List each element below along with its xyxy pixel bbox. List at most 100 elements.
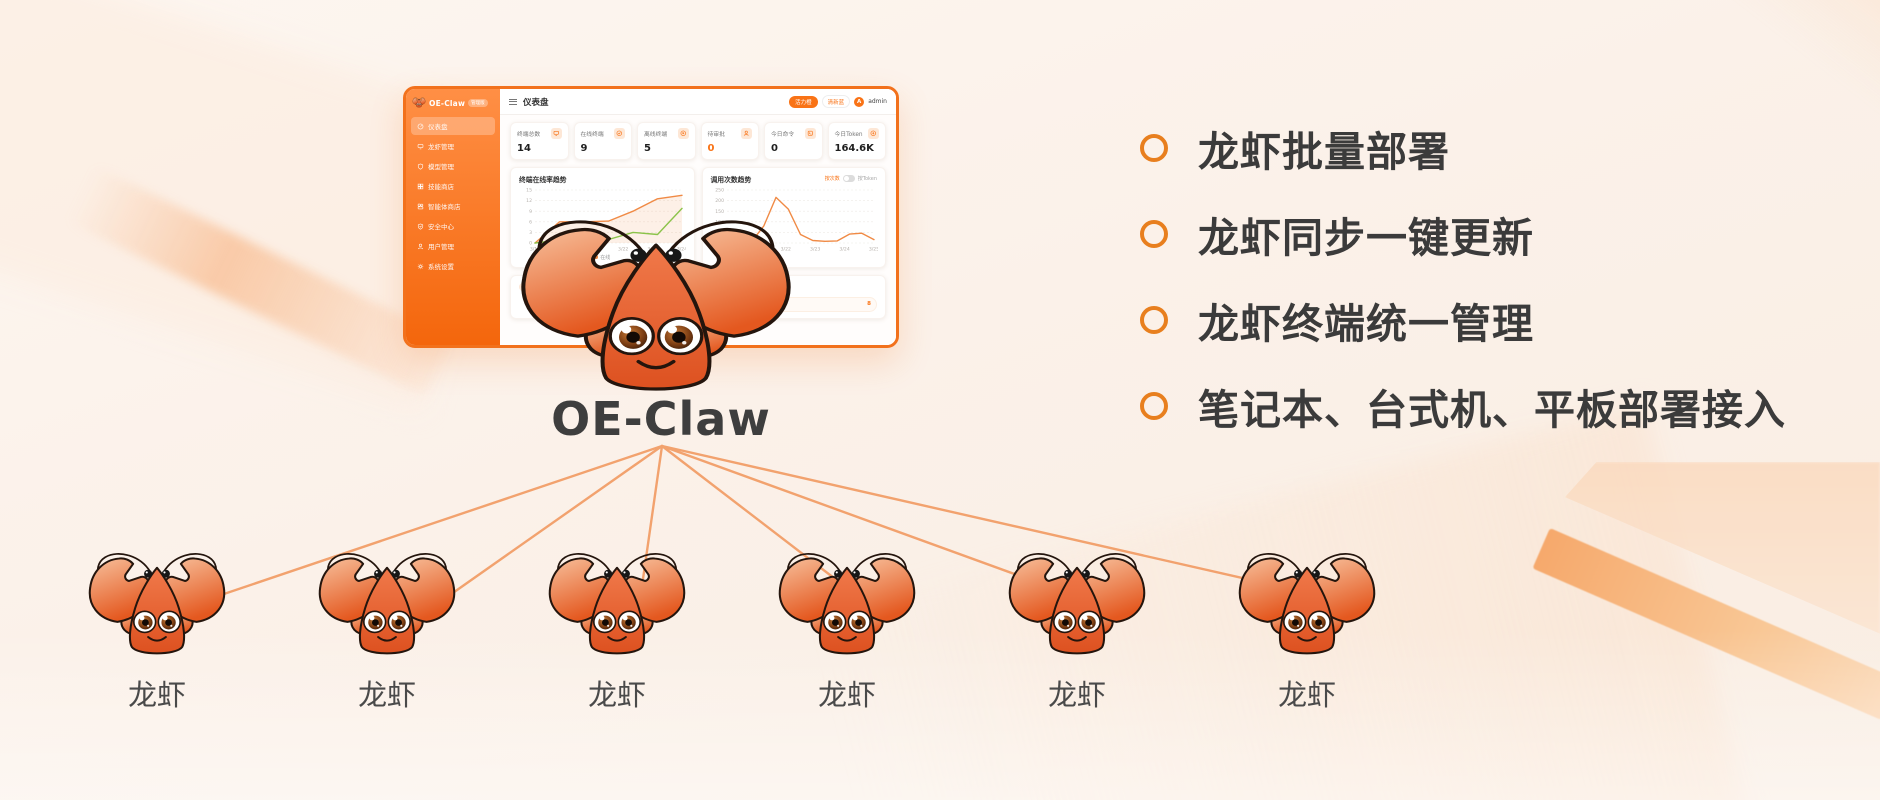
- stat-card-today-token: 今日Token 164.6K: [827, 122, 886, 160]
- lobster-illustration: [82, 548, 232, 670]
- toggle-label-count[interactable]: 按次数: [824, 176, 840, 182]
- stat-card-online-terminals: 在线终端 9: [573, 122, 632, 160]
- lobster-node: 龙虾: [542, 548, 692, 714]
- grid-icon: [417, 183, 424, 189]
- sidebar-item-agent-store[interactable]: 智能体商店: [411, 197, 495, 215]
- feature-item: 龙虾同步一键更新: [1140, 204, 1534, 264]
- chart-title: 终端在线率趋势: [519, 175, 567, 184]
- stat-value: 0: [707, 142, 715, 154]
- check-circle-icon: [614, 128, 625, 139]
- sidebar-item-label: 智能体商店: [428, 203, 461, 211]
- x-circle-icon: [677, 128, 689, 139]
- lobster-illustration: [542, 548, 692, 670]
- lobster-illustration: [312, 548, 462, 670]
- theme-secondary-button[interactable]: 清新蓝: [821, 95, 851, 108]
- user-icon: [741, 128, 752, 139]
- sidebar-item-label: 模型管理: [428, 163, 454, 171]
- gauge-icon: [417, 123, 424, 129]
- sidebar-item-label: 用户管理: [428, 243, 454, 251]
- bullet-circle-icon: [1140, 392, 1168, 420]
- sidebar-item-label: 龙虾管理: [428, 143, 454, 151]
- lobster-illustration: [1002, 548, 1152, 670]
- avatar[interactable]: A: [854, 96, 865, 107]
- sidebar-item-dashboard[interactable]: 仪表盘: [411, 117, 495, 135]
- username: admin: [868, 98, 887, 105]
- monitor-icon: [550, 128, 562, 139]
- bullet-circle-icon: [1140, 220, 1168, 248]
- svg-text:3/22: 3/22: [618, 246, 628, 252]
- legend-label: 在线: [600, 254, 611, 261]
- node-label: 龙虾: [817, 678, 876, 712]
- node-label: 龙虾: [1277, 678, 1336, 712]
- boxes-icon: [417, 203, 424, 209]
- stat-label: 待审批: [707, 132, 725, 138]
- svg-text:250: 250: [715, 187, 724, 193]
- sidebar-item-label: 技能商店: [428, 183, 454, 191]
- feature-item: 龙虾批量部署: [1140, 118, 1450, 178]
- node-label: 龙虾: [1047, 678, 1106, 712]
- sidebar-item-lobster-management[interactable]: 龙虾管理: [411, 137, 495, 155]
- svg-text:9: 9: [529, 208, 532, 214]
- app-logo-text: OE-Claw: [429, 98, 466, 108]
- feature-text: 笔记本、台式机、平板部署接入: [1198, 386, 1786, 434]
- stat-label: 今日命令: [771, 132, 795, 138]
- stat-value: 14: [517, 142, 531, 154]
- wordmark: OE-Claw: [551, 392, 771, 446]
- hamburger-icon[interactable]: [509, 98, 517, 105]
- sidebar-item-user-management[interactable]: 用户管理: [411, 237, 495, 255]
- stat-card-today-commands: 今日命令 0: [764, 122, 823, 160]
- toggle-switch[interactable]: [842, 175, 855, 182]
- sidebar: OE-Claw 管理版 仪表盘 龙虾管理 模型管理 技能商店 智能体商店: [406, 89, 500, 345]
- svg-text:3/24: 3/24: [839, 246, 849, 252]
- sidebar-item-label: 仪表盘: [428, 123, 448, 131]
- skill-count: 8: [867, 301, 871, 307]
- chart-toggle-group: 按次数 按Token: [825, 175, 877, 182]
- sidebar-item-system-settings[interactable]: 系统设置: [411, 257, 495, 275]
- lobster-illustration: [1232, 548, 1382, 670]
- node-label: 龙虾: [587, 678, 646, 712]
- lobster-illustration: [508, 212, 804, 417]
- stat-value: 164.6K: [834, 142, 874, 154]
- lobster-illustration: [772, 548, 922, 670]
- svg-text:12: 12: [526, 198, 532, 204]
- feature-text: 龙虾同步一键更新: [1198, 214, 1534, 262]
- stat-card-offline-terminals: 离线终端 5: [637, 122, 696, 160]
- stat-cards: 终端总数 14 在线终端 9 离线终端 5: [510, 122, 886, 160]
- sidebar-item-model-management[interactable]: 模型管理: [411, 157, 495, 175]
- stat-label: 离线终端: [644, 132, 668, 138]
- monitor-icon: [417, 143, 424, 149]
- stat-label: 在线终端: [580, 132, 604, 138]
- gear-icon: [417, 263, 424, 269]
- shield-check-icon: [417, 223, 424, 230]
- svg-text:0: 0: [529, 240, 532, 246]
- stat-label: 终端总数: [517, 132, 541, 138]
- bullet-circle-icon: [1140, 134, 1168, 162]
- feature-text: 龙虾批量部署: [1198, 128, 1450, 176]
- svg-text:15: 15: [526, 187, 532, 193]
- svg-text:6: 6: [529, 219, 532, 225]
- svg-text:3/24: 3/24: [677, 246, 686, 252]
- lobster-node: 龙虾: [1232, 548, 1382, 714]
- toggle-label-token[interactable]: 按Token: [857, 176, 877, 182]
- shield-icon: [417, 163, 424, 170]
- page-title: 仪表盘: [523, 97, 549, 108]
- lobster-node: 龙虾: [82, 548, 232, 714]
- token-icon: [868, 128, 879, 139]
- sidebar-item-label: 系统设置: [428, 263, 454, 271]
- sidebar-item-security-center[interactable]: 安全中心: [411, 217, 495, 235]
- feature-text: 龙虾终端统一管理: [1198, 300, 1534, 348]
- logo-badge: 管理版: [468, 99, 488, 107]
- stat-value: 0: [771, 142, 778, 154]
- node-label: 龙虾: [357, 678, 416, 712]
- user-icon: [417, 243, 424, 249]
- lobster-node: 龙虾: [772, 548, 922, 714]
- lobster-node: 龙虾: [1002, 548, 1152, 714]
- oe-claw-mascot: [508, 212, 804, 417]
- stat-value: 9: [580, 142, 588, 154]
- stat-label: 今日Token: [834, 132, 863, 138]
- app-logo: OE-Claw 管理版: [411, 94, 495, 117]
- sidebar-item-skill-store[interactable]: 技能商店: [411, 177, 495, 195]
- svg-text:3/23: 3/23: [810, 246, 820, 252]
- theme-primary-button[interactable]: 活力橙: [789, 95, 818, 108]
